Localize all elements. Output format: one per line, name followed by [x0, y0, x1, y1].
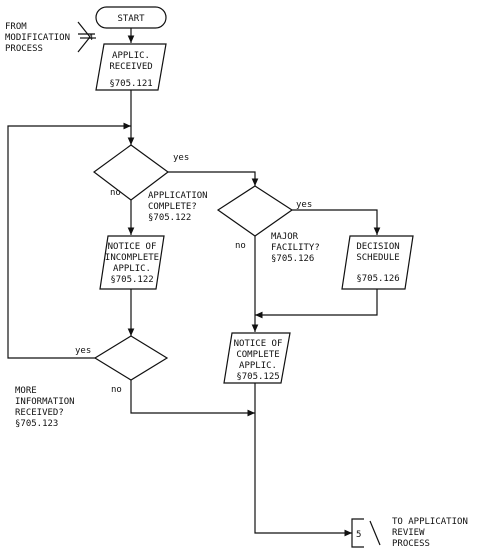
- more-information-line-2: INFORMATION: [15, 397, 75, 407]
- flow-lines: [7, 28, 381, 537]
- notice-complete-line-4: §705.125: [236, 372, 279, 382]
- applic-received-box: APPLIC. RECEIVED §705.121: [95, 43, 167, 91]
- connector-5: 5: [351, 518, 381, 548]
- notice-complete-line-3: APPLIC.: [239, 361, 277, 371]
- applic-received-line-1: APPLIC.: [112, 51, 150, 61]
- application-complete-label: APPLICATION COMPLETE? §705.122: [148, 191, 208, 223]
- major-facility-label: MAJOR FACILITY? §705.126: [271, 232, 320, 264]
- more-information-yes: yes: [75, 346, 91, 356]
- decision-schedule-line-3: §705.126: [356, 274, 399, 284]
- major-facility-line-2: FACILITY?: [271, 243, 320, 253]
- more-information-line-3: RECEIVED?: [15, 408, 64, 418]
- application-complete-no: no: [110, 188, 121, 198]
- major-facility-no: no: [235, 241, 246, 251]
- application-complete-line-3: §705.122: [148, 213, 191, 223]
- decision-schedule-line-1: DECISION: [356, 242, 399, 252]
- notice-incomplete-line-4: §705.122: [110, 275, 153, 285]
- application-complete-line-1: APPLICATION: [148, 191, 208, 201]
- applic-received-line-3: §705.121: [109, 79, 152, 89]
- notice-incomplete-line-1: NOTICE OF: [108, 242, 157, 252]
- application-complete-decision: [92, 144, 170, 201]
- start-label: START: [117, 14, 145, 24]
- to-line-2: REVIEW: [392, 528, 425, 538]
- notice-complete-line-1: NOTICE OF: [234, 339, 283, 349]
- more-information-decision: [93, 335, 169, 381]
- from-modification-process-label: FROM MODIFICATION PROCESS: [5, 22, 70, 54]
- application-complete-line-2: COMPLETE?: [148, 202, 197, 212]
- more-information-line-1: MORE: [15, 386, 37, 396]
- major-facility-line-1: MAJOR: [271, 232, 299, 242]
- connector-4: 4: [77, 21, 96, 53]
- applic-received-line-2: RECEIVED: [109, 62, 152, 72]
- major-facility-decision: [216, 185, 294, 237]
- to-line-1: TO APPLICATION: [392, 517, 468, 527]
- from-line-1: FROM: [5, 22, 27, 32]
- decision-schedule-box: DECISION SCHEDULE §705.126: [341, 235, 414, 290]
- more-information-no: no: [111, 385, 122, 395]
- connector-5-label: 5: [356, 530, 361, 540]
- to-line-3: PROCESS: [392, 539, 430, 549]
- connector-4-label: 4: [88, 33, 93, 43]
- application-complete-yes: yes: [173, 153, 189, 163]
- notice-incomplete-line-2: INCOMPLETE: [105, 253, 159, 263]
- notice-complete-box: NOTICE OF COMPLETE APPLIC. §705.125: [223, 332, 291, 384]
- decision-schedule-line-2: SCHEDULE: [356, 253, 399, 263]
- major-facility-yes: yes: [296, 200, 312, 210]
- more-information-label: MORE INFORMATION RECEIVED? §705.123: [15, 386, 75, 429]
- major-facility-line-3: §705.126: [271, 254, 314, 264]
- from-line-2: MODIFICATION: [5, 33, 70, 43]
- to-application-review-label: TO APPLICATION REVIEW PROCESS: [392, 517, 468, 549]
- more-information-line-4: §705.123: [15, 419, 58, 429]
- from-line-3: PROCESS: [5, 44, 43, 54]
- notice-incomplete-box: NOTICE OF INCOMPLETE APPLIC. §705.122: [99, 235, 165, 290]
- start-terminator: START: [95, 6, 167, 29]
- notice-complete-line-2: COMPLETE: [236, 350, 279, 360]
- notice-incomplete-line-3: APPLIC.: [113, 264, 151, 274]
